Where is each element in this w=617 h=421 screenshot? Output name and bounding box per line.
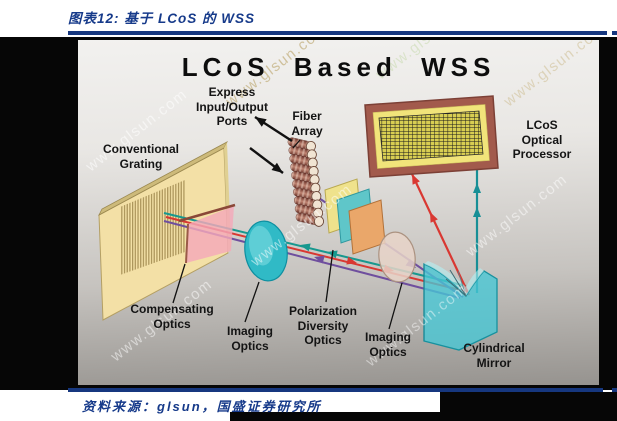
label-fiber-array: Fiber Array (291, 109, 323, 138)
label-pointer-lines (172, 139, 403, 330)
express-port-arrows (249, 115, 293, 174)
polarization-diversity-optics-shape (324, 178, 386, 255)
conventional-grating-shape (98, 141, 231, 321)
diagram-title: LCoS Based WSS (181, 52, 496, 82)
bottom-black-strip (230, 412, 442, 421)
wss-diagram: www.glsun.com www.glsun.com www.glsun.co… (78, 40, 599, 385)
label-imaging-optics-2: Imaging Optics (364, 330, 412, 359)
label-lcos-processor: LCoS Optical Processor (512, 118, 572, 162)
imaging-optics-lens-1 (244, 220, 288, 282)
lcos-processor-shape (364, 95, 499, 178)
bottom-rule-stub (612, 388, 617, 392)
figure-caption: 图表12: 基于 LCoS 的 WSS (68, 11, 256, 26)
top-rule-stub (612, 31, 617, 35)
cylindrical-mirror-shape (423, 261, 498, 351)
bottom-rule (68, 388, 603, 392)
bottom-right-black-region (440, 392, 617, 421)
label-imaging-optics-1: Imaging Optics (226, 324, 274, 353)
label-express-io-ports: Express Input/Output Ports (196, 85, 268, 129)
compensating-optics-shape (178, 203, 236, 264)
top-rule (68, 31, 607, 35)
fiber-array-graphic (286, 135, 326, 228)
label-polarization-diversity-optics: Polarization Diversity Optics (288, 304, 358, 348)
label-compensating-optics: Compensating Optics (130, 302, 214, 331)
imaging-optics-lens-2 (378, 231, 416, 283)
label-conventional-grating: Conventional Grating (102, 142, 180, 171)
wss-diagram-graphics (98, 95, 499, 351)
label-cylindrical-mirror: Cylindrical Mirror (463, 341, 525, 370)
source-note: 资料来源：glsun，国盛证券研究所 (82, 399, 322, 414)
